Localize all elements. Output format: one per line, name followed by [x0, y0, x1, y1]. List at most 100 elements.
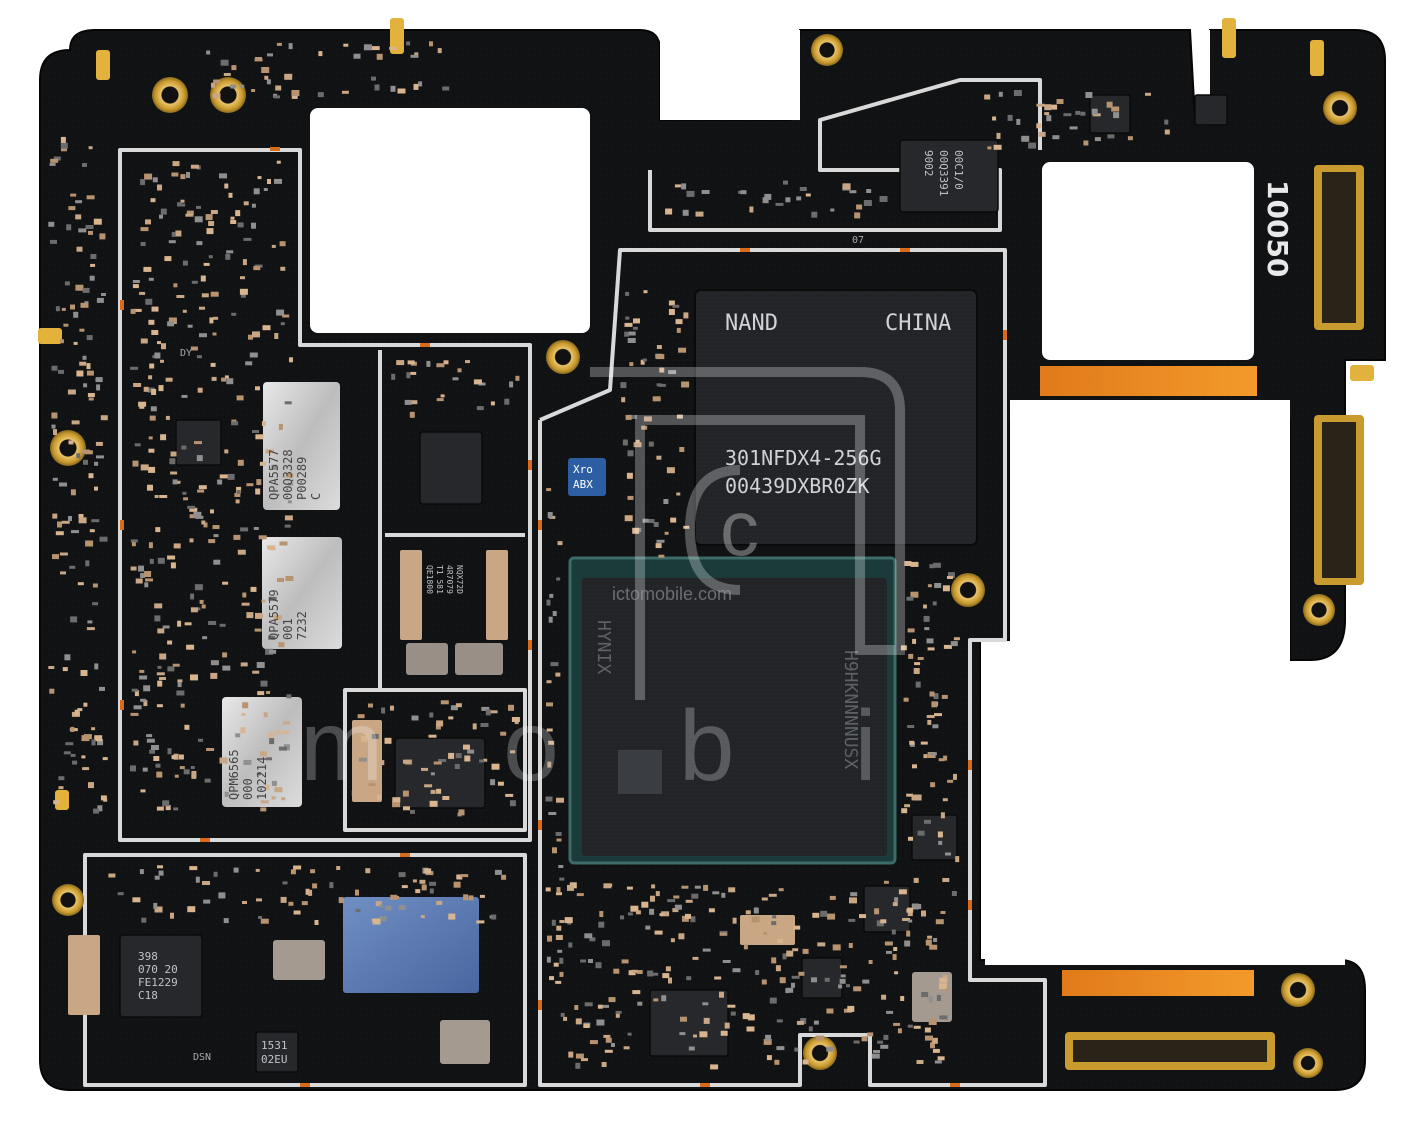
- smd-component: [176, 295, 185, 298]
- smd-component: [665, 208, 673, 215]
- smd-component: [564, 917, 573, 924]
- smd-component: [481, 706, 490, 711]
- smd-component: [848, 943, 853, 948]
- smd-component: [910, 591, 919, 598]
- smd-component: [1016, 118, 1021, 125]
- smd-component: [448, 752, 455, 759]
- smd-component: [848, 918, 856, 922]
- svg-text:QPM6565: QPM6565: [227, 749, 241, 800]
- smd-component: [88, 473, 94, 479]
- smd-component: [81, 449, 90, 454]
- smd-component: [650, 895, 655, 902]
- smd-component: [926, 638, 934, 644]
- smd-component: [265, 449, 274, 454]
- smd-component: [159, 495, 168, 498]
- smd-component: [452, 377, 459, 381]
- smd-component: [93, 808, 99, 814]
- smd-component: [775, 965, 781, 972]
- smd-component: [243, 759, 252, 765]
- dram-markings: HYNIX H9HKNNNNUSX: [593, 620, 861, 794]
- smd-component: [396, 360, 405, 366]
- smd-component: [96, 384, 101, 391]
- smd-component: [190, 766, 195, 769]
- smd-component: [497, 781, 504, 786]
- smd-component: [235, 210, 241, 217]
- smd-component: [721, 892, 726, 898]
- smd-component: [88, 782, 94, 789]
- smd-component: [157, 184, 162, 191]
- smd-component: [130, 712, 139, 716]
- svg-text:FE1229: FE1229: [138, 976, 178, 989]
- smd-component: [329, 882, 334, 889]
- smd-component: [261, 599, 266, 603]
- smd-component: [180, 174, 186, 180]
- smd-component: [813, 1020, 819, 1025]
- smd-component: [927, 719, 932, 725]
- smd-component: [233, 867, 239, 873]
- svg-text:000: 000: [241, 778, 255, 800]
- smd-component: [435, 723, 441, 730]
- pmic-label: 398 070 20 FE1229 C18: [138, 950, 178, 1002]
- smd-component: [933, 938, 938, 942]
- smd-component: [171, 231, 176, 237]
- smd-component: [515, 375, 520, 381]
- smd-component: [943, 644, 952, 649]
- smd-component: [85, 540, 94, 547]
- smd-component: [287, 500, 292, 504]
- smd-component: [1036, 123, 1042, 129]
- smd-component: [255, 868, 260, 872]
- smd-component: [568, 942, 573, 948]
- smd-component: [563, 1016, 568, 1021]
- smd-component: [402, 790, 409, 797]
- smd-component: [210, 672, 218, 679]
- smd-component: [479, 894, 485, 898]
- smd-component: [212, 525, 220, 529]
- smd-component: [411, 715, 419, 721]
- smd-component: [177, 682, 182, 688]
- smd-component: [621, 959, 629, 964]
- smd-component: [191, 280, 198, 284]
- smd-component: [80, 670, 88, 676]
- smd-component: [574, 1005, 579, 1010]
- smd-component: [913, 1025, 921, 1029]
- svg-text:00Q3328: 00Q3328: [281, 449, 295, 500]
- smd-component: [668, 300, 675, 306]
- smd-component: [556, 797, 564, 803]
- smd-component: [556, 892, 562, 896]
- smd-component: [140, 698, 147, 702]
- smd-component: [117, 892, 124, 896]
- smd-component: [284, 524, 291, 528]
- smd-component: [252, 670, 260, 674]
- smd-component: [96, 455, 104, 459]
- flex-strip-top: [1040, 366, 1257, 396]
- smd-component: [68, 440, 74, 445]
- smd-component: [929, 752, 937, 756]
- smd-component: [100, 415, 108, 421]
- smd-component: [682, 209, 689, 216]
- smd-component: [150, 406, 157, 412]
- smd-component: [101, 293, 106, 296]
- smd-component: [176, 690, 185, 696]
- smd-component: [880, 919, 887, 924]
- smd-component: [91, 727, 96, 731]
- smd-component: [130, 539, 138, 543]
- smd-component: [772, 915, 777, 919]
- smd-component: [79, 361, 87, 366]
- smd-component: [942, 878, 950, 882]
- smd-component: [135, 578, 143, 584]
- smd-component: [891, 929, 896, 935]
- smd-component: [88, 146, 93, 150]
- smd-component: [436, 398, 444, 402]
- smd-component: [343, 43, 349, 47]
- smd-component: [168, 240, 176, 244]
- smd-component: [278, 423, 283, 430]
- smd-component: [190, 164, 199, 169]
- smd-component: [932, 724, 939, 729]
- smd-component: [633, 318, 640, 324]
- smd-component: [620, 382, 627, 389]
- smd-component: [398, 905, 406, 910]
- smd-component: [240, 727, 246, 734]
- smd-component: [762, 197, 769, 204]
- smd-component: [893, 947, 898, 951]
- smd-component: [71, 530, 79, 534]
